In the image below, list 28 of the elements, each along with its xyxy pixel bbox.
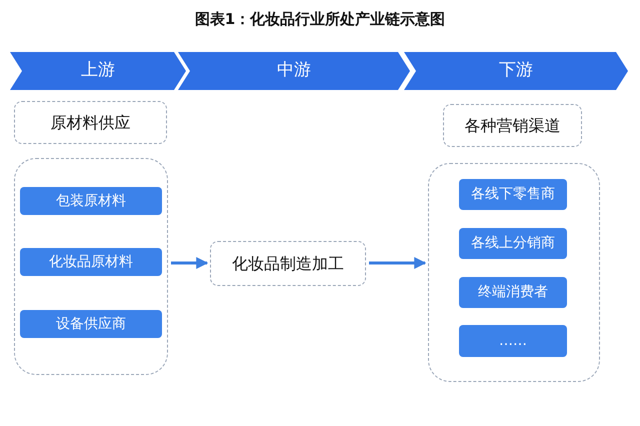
dashed-box [14, 101, 167, 144]
dashed-box [210, 241, 366, 286]
item-label: 包装原材料 [56, 192, 126, 210]
box-label: 各种营销渠道 [464, 114, 560, 136]
arrow [171, 257, 208, 269]
title: 图表1：化妆品行业所处产业链示意图 [194, 9, 446, 30]
item-box [459, 179, 567, 210]
group-box [428, 163, 600, 382]
item-label: 终端消费者 [478, 283, 548, 302]
stage-label: 中游 [277, 59, 311, 82]
item-box [20, 187, 162, 215]
item-label: 各线上分销商 [471, 234, 555, 253]
stage-label: 下游 [499, 59, 533, 82]
box-label: 原材料供应 [50, 112, 130, 134]
item-label: 化妆品原材料 [49, 252, 133, 272]
stage-label: 上游 [81, 59, 115, 82]
dashed-box [443, 104, 582, 147]
item-label: …… [499, 332, 527, 350]
item-box [459, 228, 567, 259]
item-box [20, 248, 162, 276]
item-label: 各线下零售商 [471, 185, 555, 204]
item-box [459, 277, 567, 308]
item-label: 设备供应商 [56, 314, 126, 334]
item-box [20, 310, 162, 338]
arrow [369, 257, 426, 269]
group-box [14, 158, 168, 375]
box-label: 化妆品制造加工 [232, 252, 344, 274]
item-box [459, 325, 567, 357]
